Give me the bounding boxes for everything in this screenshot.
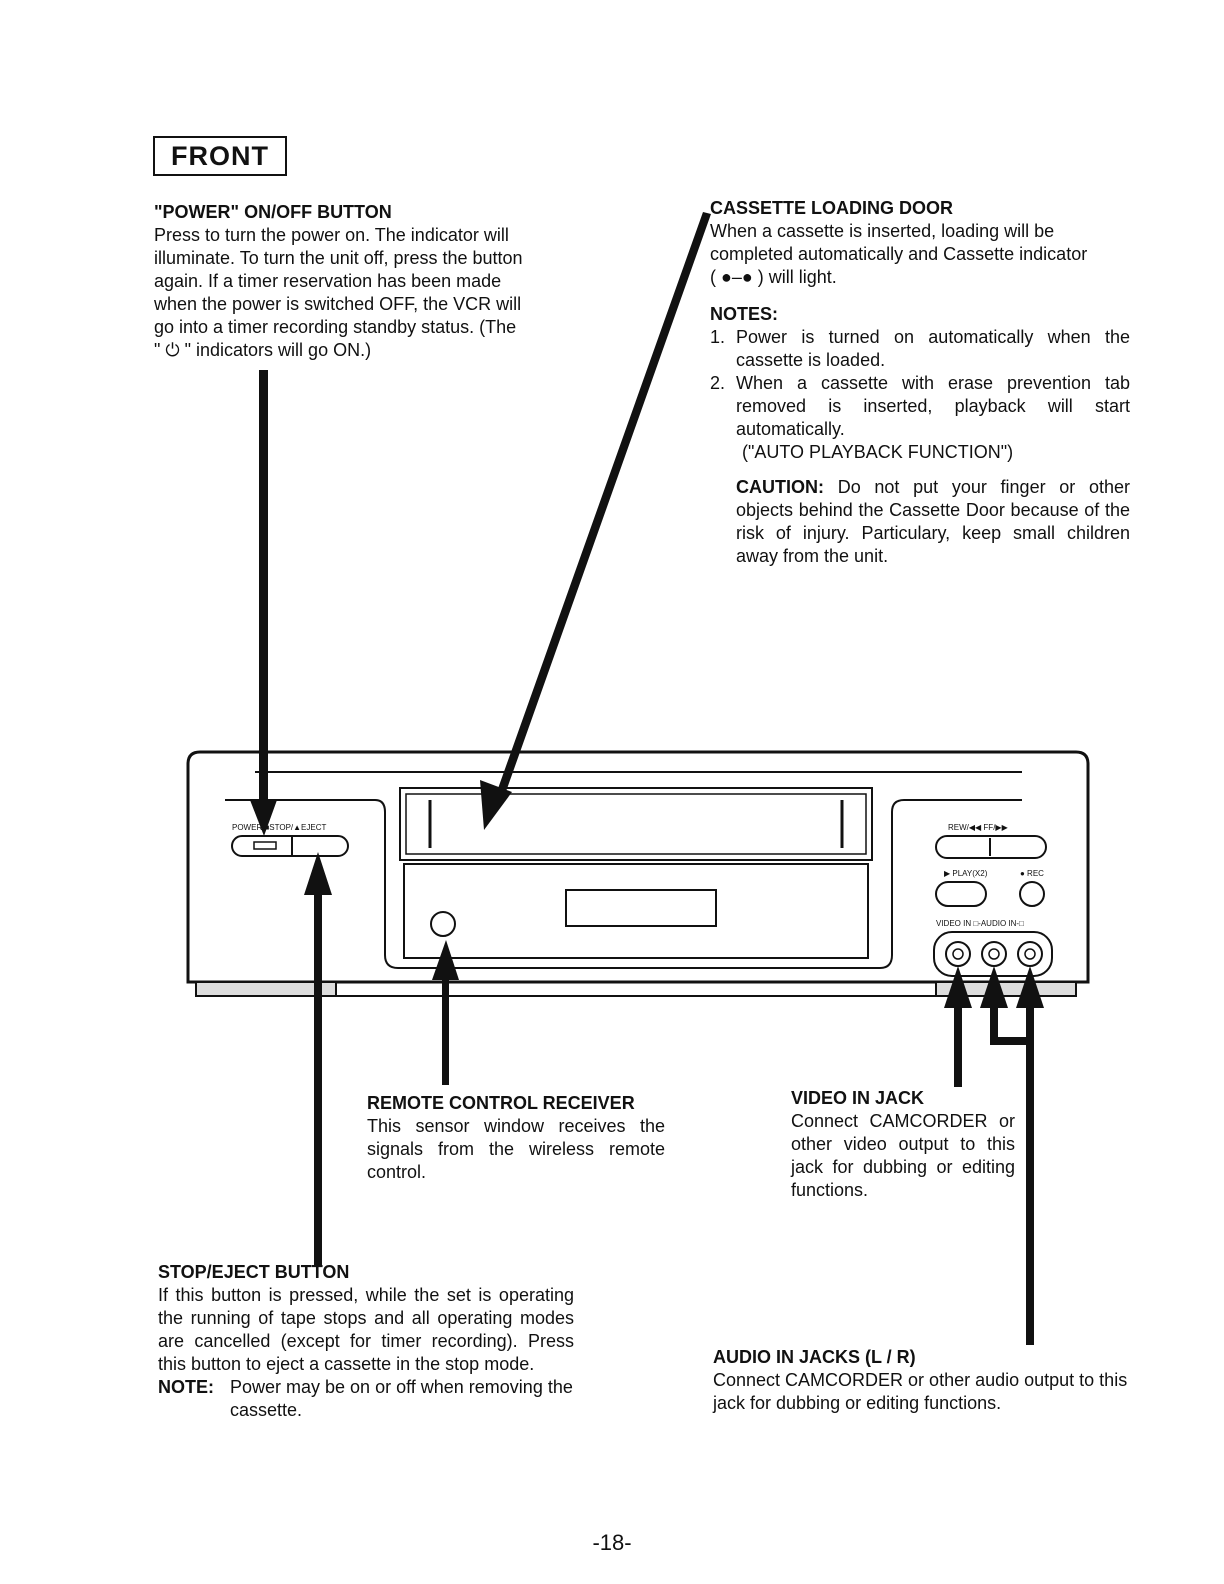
power-arrow-head	[250, 800, 277, 836]
notes-list: 1. Power is turned on automatically when …	[710, 326, 1130, 464]
note-text: Power is turned on automatically when th…	[736, 327, 1130, 370]
remote-heading: REMOTE CONTROL RECEIVER	[367, 1093, 635, 1113]
stop-eject-text: If this button is pressed, while the set…	[158, 1285, 574, 1374]
remote-text: This sensor window receives the signals …	[367, 1116, 665, 1182]
audio-in-left-jack	[981, 941, 1007, 967]
remote-description: REMOTE CONTROL RECEIVER This sensor wind…	[367, 1092, 665, 1184]
note-number: 2.	[710, 373, 726, 393]
stop-arrow-head	[304, 852, 332, 895]
audio-arrow-connector	[990, 1037, 1034, 1045]
power-line: when the power is switched OFF, the VCR …	[154, 294, 522, 314]
audio-in-text: Connect CAMCORDER or other audio output …	[713, 1370, 1128, 1413]
power-line: go into a timer recording standby status…	[154, 317, 517, 337]
audio-left-arrow-head	[980, 966, 1008, 1008]
remote-arrow-shaft	[442, 975, 449, 1085]
label-rec: ● REC	[1020, 869, 1044, 878]
vcr-body	[186, 750, 1090, 984]
power-line: illuminate. To turn the unit off, press …	[154, 248, 523, 268]
vcr-foot-left	[195, 981, 337, 997]
note-text: When a cassette with erase prevention ta…	[736, 373, 1130, 439]
caution-text: CAUTION: Do not put your finger or other…	[710, 476, 1130, 568]
note-text: Power may be on or off when removing the…	[230, 1377, 573, 1420]
display-panel	[403, 863, 869, 959]
note-item: 2. When a cassette with erase prevention …	[710, 372, 1130, 464]
note-extra: ("AUTO PLAYBACK FUNCTION")	[742, 442, 1014, 462]
audio-in-description: AUDIO IN JACKS (L / R) Connect CAMCORDER…	[713, 1346, 1137, 1415]
cassette-description: CASSETTE LOADING DOOR When a cassette is…	[710, 197, 1130, 568]
display-window	[565, 889, 717, 927]
remote-sensor	[430, 911, 456, 937]
stop-arrow-shaft	[314, 890, 322, 1265]
cassette-line: When a cassette is inserted, loading wil…	[710, 221, 1055, 241]
caution-label: CAUTION:	[736, 477, 824, 497]
power-arrow-shaft	[259, 370, 268, 800]
vcr-foot-right	[935, 981, 1077, 997]
power-heading: "POWER" ON/OFF BUTTON	[154, 202, 392, 222]
cassette-line: ( ●‒● ) will light.	[710, 267, 837, 287]
video-in-text: Connect CAMCORDER or other video output …	[791, 1111, 1015, 1200]
cassette-arrow-head	[480, 780, 512, 830]
rew-ff-buttons	[935, 835, 1047, 859]
page-number: -18-	[592, 1530, 632, 1555]
cassette-door-inner	[405, 793, 867, 855]
notes-heading: NOTES:	[710, 304, 779, 324]
audio-right-arrow-shaft	[1026, 1005, 1034, 1345]
cassette-arrow-shaft	[495, 212, 711, 800]
audio-right-arrow-head	[1016, 966, 1044, 1008]
video-in-description: VIDEO IN JACK Connect CAMCORDER or other…	[791, 1087, 1015, 1202]
label-rew-ff: REW/◀◀ FF/▶▶	[948, 823, 1009, 832]
video-arrow-shaft	[954, 1005, 962, 1087]
note-number: 1.	[710, 327, 726, 347]
rec-button	[1019, 881, 1045, 907]
video-in-jack-core	[952, 948, 964, 960]
cassette-line: completed automatically and Cassette ind…	[710, 244, 1088, 264]
label-power-stop: POWER ■STOP/▲EJECT	[232, 823, 327, 832]
audio-left-arrow-shaft	[990, 1005, 998, 1045]
caution-body: Do not put your finger or other objects …	[736, 477, 1130, 566]
stop-eject-note: NOTE: Power may be on or off when removi…	[158, 1376, 574, 1422]
audio-in-heading: AUDIO IN JACKS (L / R)	[713, 1347, 916, 1367]
remote-arrow-head	[432, 940, 459, 980]
cassette-heading: CASSETTE LOADING DOOR	[710, 198, 954, 218]
power-indicator	[253, 841, 277, 850]
power-line: " ⏻ " indicators will go ON.)	[154, 340, 372, 360]
vcr-panel-outline	[225, 799, 1022, 969]
power-line: Press to turn the power on. The indicato…	[154, 225, 509, 245]
power-stop-buttons	[231, 835, 349, 857]
stop-eject-heading: STOP/EJECT BUTTON	[158, 1262, 350, 1282]
video-in-jack	[945, 941, 971, 967]
note-item: 1. Power is turned on automatically when …	[710, 326, 1130, 372]
audio-in-right-core	[1024, 948, 1036, 960]
video-arrow-head	[944, 966, 972, 1008]
power-description: "POWER" ON/OFF BUTTON Press to turn the …	[154, 201, 572, 362]
cassette-door	[399, 787, 873, 861]
note-label: NOTE:	[158, 1377, 214, 1397]
label-inputs: VIDEO IN □-AUDIO IN-□	[936, 919, 1024, 928]
video-in-heading: VIDEO IN JACK	[791, 1088, 925, 1108]
section-title: FRONT	[153, 136, 287, 176]
power-line: again. If a timer reservation has been m…	[154, 271, 502, 291]
audio-in-right-jack	[1017, 941, 1043, 967]
label-play: ▶ PLAY(X2)	[944, 869, 988, 878]
play-button	[935, 881, 987, 907]
audio-in-left-core	[988, 948, 1000, 960]
callout-arrows	[250, 212, 1044, 1345]
stop-eject-description: STOP/EJECT BUTTON If this button is pres…	[158, 1261, 574, 1422]
